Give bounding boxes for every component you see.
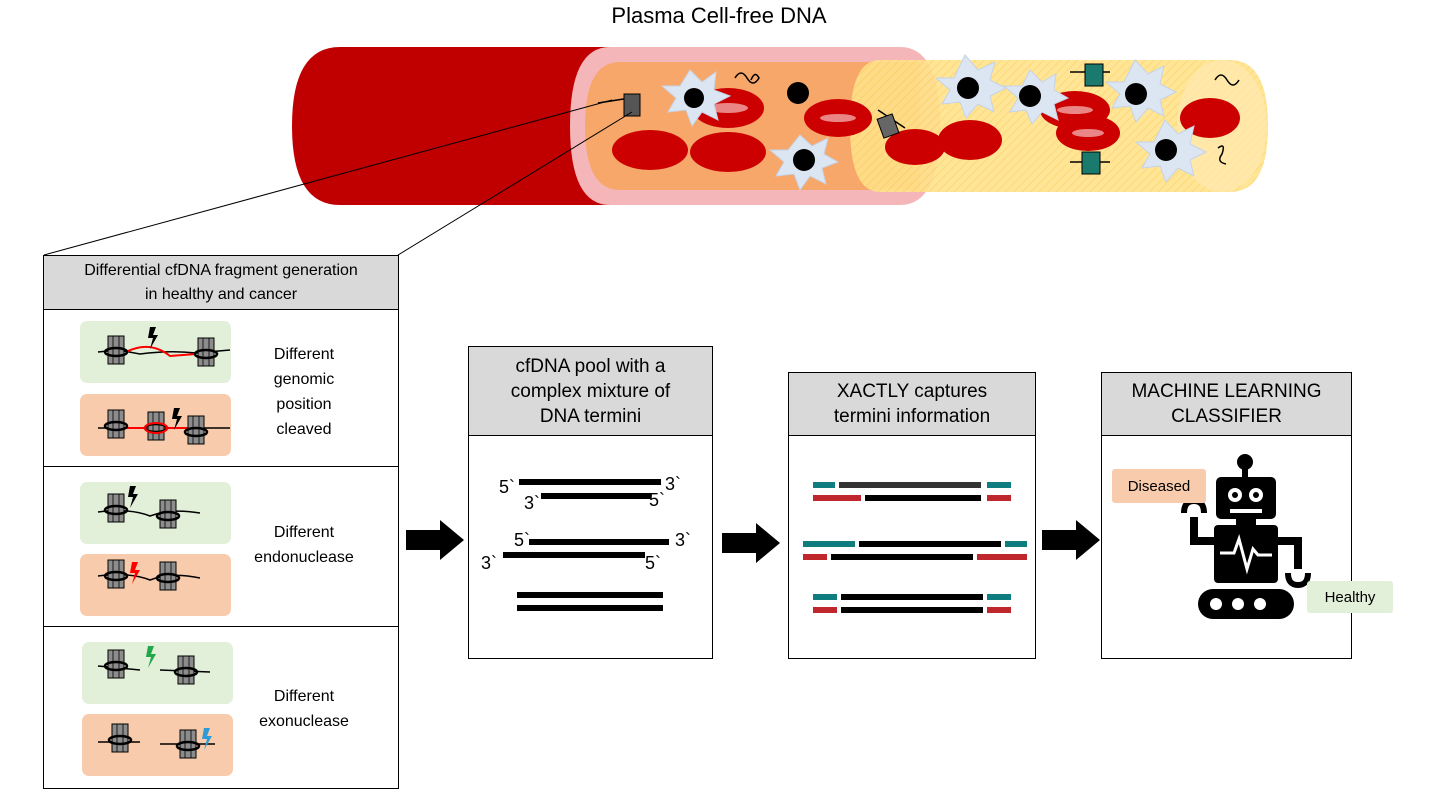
ml-classifier-panel: MACHINE LEARNING CLASSIFIER Diseased Hea… xyxy=(1101,372,1393,659)
three-prime-label: 3` xyxy=(665,474,682,494)
xactly-header: XACTLY captures termini information xyxy=(789,373,1035,436)
cancer-exonuclease-pill xyxy=(82,714,233,776)
arrow-right-icon xyxy=(406,520,464,560)
diseased-label: Diseased xyxy=(1112,469,1206,503)
three-prime-label: 3` xyxy=(675,530,692,550)
ml-classifier-header: MACHINE LEARNING CLASSIFIER xyxy=(1102,373,1351,436)
arrow-right-icon xyxy=(1042,520,1100,560)
header-line-2: in healthy and cancer xyxy=(144,285,298,303)
cfdna-pool-header: cfDNA pool with a complex mixture of DNA… xyxy=(469,347,712,436)
five-prime-label: 5` xyxy=(645,553,662,573)
healthy-endonuclease-pill xyxy=(80,482,231,544)
xactly-panel: XACTLY captures termini information xyxy=(788,372,1036,659)
page-title: Plasma Cell-free DNA xyxy=(611,3,827,28)
healthy-exonuclease-pill xyxy=(82,642,233,704)
robot-icon xyxy=(1181,454,1311,619)
fragment-generation-panel: Differential cfDNA fragment generation i… xyxy=(43,255,399,789)
captured-fragments xyxy=(803,482,1027,613)
dna-fragments xyxy=(503,479,669,611)
row-label-endonuclease: Different endonuclease xyxy=(254,524,354,566)
cfdna-pool-panel: cfDNA pool with a complex mixture of DNA… xyxy=(468,346,713,659)
fragment-generation-header: Differential cfDNA fragment generation i… xyxy=(44,256,398,310)
row-label-genomic-position: Different genomic position cleaved xyxy=(273,346,335,438)
three-prime-label: 3` xyxy=(481,553,498,573)
five-prime-label: 5` xyxy=(499,477,516,497)
blood-vessel-illustration xyxy=(43,47,1268,256)
three-prime-label: 3` xyxy=(524,493,541,513)
row-divider xyxy=(44,626,398,627)
row-divider xyxy=(44,466,398,467)
header-line-1: Differential cfDNA fragment generation xyxy=(84,261,358,279)
five-prime-label: 5` xyxy=(514,530,531,550)
healthy-label: Healthy xyxy=(1307,581,1393,613)
cancer-endonuclease-pill xyxy=(80,554,231,616)
arrow-right-icon xyxy=(722,523,780,563)
five-prime-label: 5` xyxy=(649,490,666,510)
row-label-exonuclease: Different exonuclease xyxy=(259,688,349,730)
